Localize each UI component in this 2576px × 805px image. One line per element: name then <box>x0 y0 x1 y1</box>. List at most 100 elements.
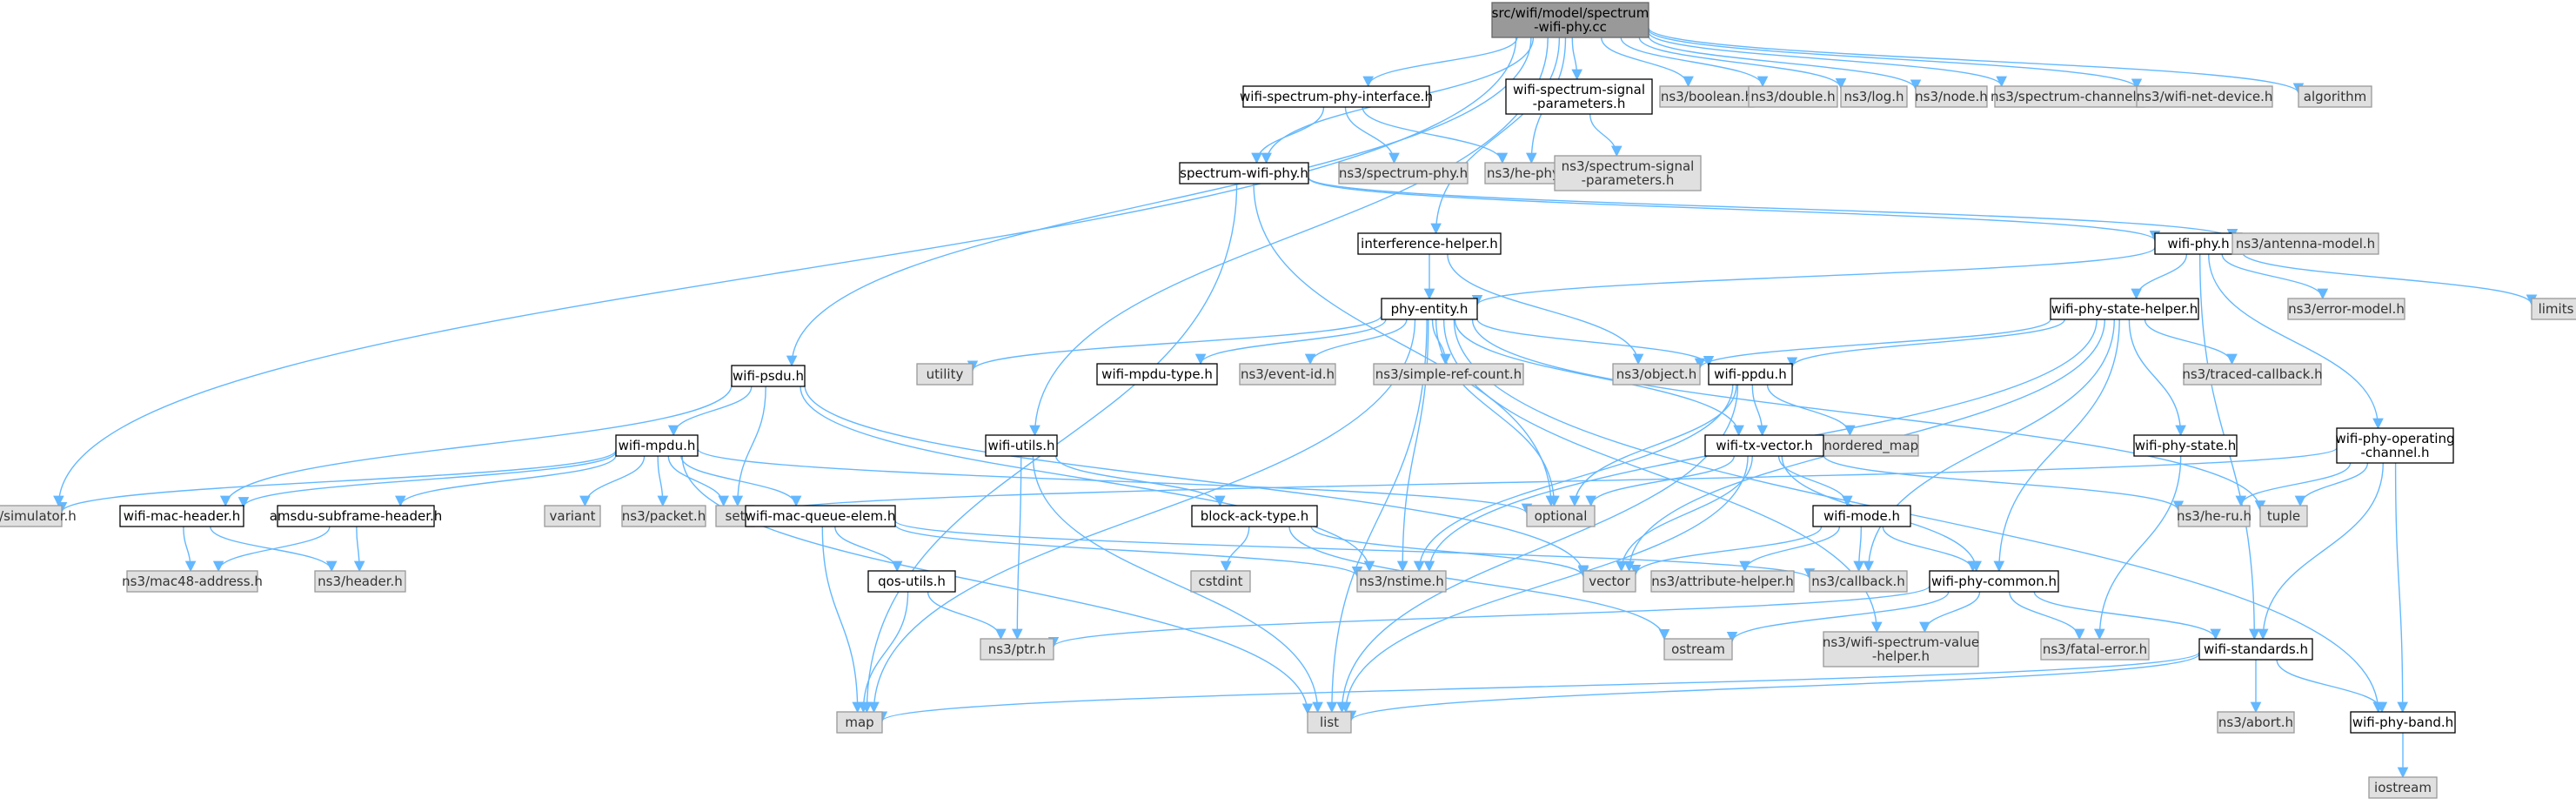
node-label: ns3/simple-ref-count.h <box>1375 366 1522 382</box>
node-box <box>867 570 956 593</box>
node-label: wifi-phy-state.h <box>2135 438 2237 453</box>
node-box <box>1663 638 1733 661</box>
edge-wifimode-to-vector <box>1629 526 1823 576</box>
edge-macheader-to-mac48 <box>183 526 197 573</box>
node-macheader[interactable]: wifi-mac-header.h <box>119 505 244 527</box>
node-label: wifi-mode.h <box>1823 508 1900 524</box>
edge-interf-to-object <box>1447 253 1644 366</box>
node-label: wifi-standards.h <box>2204 641 2308 657</box>
node-ptr: ns3/ptr.h <box>980 638 1054 661</box>
node-box <box>615 434 699 457</box>
node-label: ns3/he-ru.h <box>2177 508 2251 524</box>
node-label: wifi-mac-header.h <box>124 508 241 524</box>
node-blockack[interactable]: block-ack-type.h <box>1191 505 1318 527</box>
edge-blockack-to-cstdint <box>1220 526 1250 573</box>
node-box <box>2336 427 2454 464</box>
node-box <box>1612 363 1701 386</box>
node-label: wifi-mpdu-type.h <box>1101 366 1213 382</box>
node-label: wifi-mac-queue-elem.h <box>746 508 896 524</box>
edge-sswphy-to-optional <box>1253 183 1557 507</box>
node-band[interactable]: wifi-phy-band.h <box>2350 711 2456 734</box>
node-ostream: ostream <box>1663 638 1733 661</box>
node-box <box>1650 570 1795 593</box>
edge-phyent-to-list <box>1326 319 1428 714</box>
edge-wifimode-to-common <box>1882 526 1978 573</box>
node-statehelper[interactable]: wifi-phy-state-helper.h <box>2050 298 2199 320</box>
node-box <box>2040 638 2150 661</box>
edge-statehelper-to-tracedcb <box>2144 319 2238 366</box>
edge-phyent-to-txvec <box>1454 319 1744 437</box>
edge-mpdu-to-optional <box>697 448 1533 515</box>
node-label: interference-helper.h <box>1361 236 1498 252</box>
node-label: ns3/ptr.h <box>988 641 1046 657</box>
node-mpdu[interactable]: wifi-mpdu.h <box>615 434 699 457</box>
edge-wifimode-to-attrhelper <box>1739 526 1841 573</box>
node-sigparams[interactable]: wifi-spectrum-signal-parameters.h <box>1505 78 1653 115</box>
edge-mpdu-to-queueelem <box>680 455 802 507</box>
node-queueelem[interactable]: wifi-mac-queue-elem.h <box>745 505 896 527</box>
node-box <box>1373 363 1524 386</box>
node-psdu[interactable]: wifi-psdu.h <box>731 365 806 387</box>
node-refcount: ns3/simple-ref-count.h <box>1373 363 1524 386</box>
node-utils[interactable]: wifi-utils.h <box>985 434 1058 457</box>
edge-ppdu-to-unmap <box>1766 384 1856 437</box>
node-node: ns3/node.h <box>1915 85 1988 108</box>
node-box <box>1356 570 1447 593</box>
node-label: wifi-phy-common.h <box>1931 574 2057 589</box>
node-sigparams2: ns3/spectrum-signal-parameters.h <box>1554 155 1702 191</box>
node-ppdu[interactable]: wifi-ppdu.h <box>1708 363 1793 386</box>
edge-root-to-bool <box>1601 37 1694 88</box>
node-box <box>2183 363 2322 386</box>
node-label: map <box>845 714 873 730</box>
node-phyent[interactable]: phy-entity.h <box>1381 298 1478 320</box>
node-label: ns3/attribute-helper.h <box>1651 574 1793 589</box>
node-label: ns3/log.h <box>1843 89 1904 104</box>
node-label: tuple <box>2267 508 2300 524</box>
node-box <box>2136 85 2273 108</box>
node-wifiphy[interactable]: wifi-phy.h <box>2154 232 2243 255</box>
edge-root-to-netdev <box>1648 29 2143 90</box>
node-box <box>126 570 258 593</box>
node-qos[interactable]: qos-utils.h <box>867 570 956 593</box>
node-box <box>2350 711 2456 734</box>
edge-opchan-to-heru <box>2235 462 2352 507</box>
node-sphyif[interactable]: wifi-spectrum-phy-interface.h <box>1240 85 1433 108</box>
node-box <box>1357 232 1502 255</box>
node-label: phy-entity.h <box>1391 301 1469 317</box>
node-box <box>0 505 63 527</box>
node-label: utility <box>927 366 964 382</box>
edge-common-to-ptr <box>1048 585 1930 648</box>
edge-queueelem-to-callback <box>894 520 1815 580</box>
node-label: ns3/spectrum-channel.h <box>1991 89 2149 104</box>
node-wifimode[interactable]: wifi-mode.h <box>1812 505 1911 527</box>
node-label: wifi-tx-vector.h <box>1716 438 1813 453</box>
node-nstime: ns3/nstime.h <box>1356 570 1447 593</box>
node-opchan[interactable]: wifi-phy-operating-channel.h <box>2336 427 2455 464</box>
node-txvec[interactable]: wifi-tx-vector.h <box>1704 434 1824 457</box>
node-algo: algorithm <box>2298 85 2372 108</box>
edge-opchan-to-standards <box>2257 462 2384 641</box>
edge-mpdu-to-sim <box>56 450 617 513</box>
node-box <box>1823 631 1979 667</box>
node-label: set <box>726 508 746 524</box>
node-standards[interactable]: wifi-standards.h <box>2198 638 2313 661</box>
node-mpdutype[interactable]: wifi-mpdu-type.h <box>1096 363 1218 386</box>
node-iostream: iostream <box>2368 776 2438 799</box>
edge-sphyif-to-hephy <box>1362 106 1509 164</box>
edge-sphyif-to-spphy <box>1344 106 1400 164</box>
node-box <box>1505 78 1653 115</box>
node-interf[interactable]: interference-helper.h <box>1357 232 1502 255</box>
node-phystate[interactable]: wifi-phy-state.h <box>2133 434 2238 457</box>
node-common[interactable]: wifi-phy-common.h <box>1929 570 2059 593</box>
node-label: wifi-spectrum-phy-interface.h <box>1240 89 1433 104</box>
node-label: -channel.h <box>2360 445 2429 460</box>
node-root[interactable]: src/wifi/model/spectrum-wifi-phy.cc <box>1491 2 1649 38</box>
node-amsdu[interactable]: amsdu-subframe-header.h <box>270 505 443 527</box>
node-sswphy[interactable]: spectrum-wifi-phy.h <box>1179 162 1309 184</box>
node-map: map <box>836 711 883 734</box>
node-box <box>2298 85 2372 108</box>
node-spchan: ns3/spectrum-channel.h <box>1991 85 2149 108</box>
node-box <box>1526 505 1596 527</box>
edge-txvec-to-wifimode <box>1777 455 1853 507</box>
